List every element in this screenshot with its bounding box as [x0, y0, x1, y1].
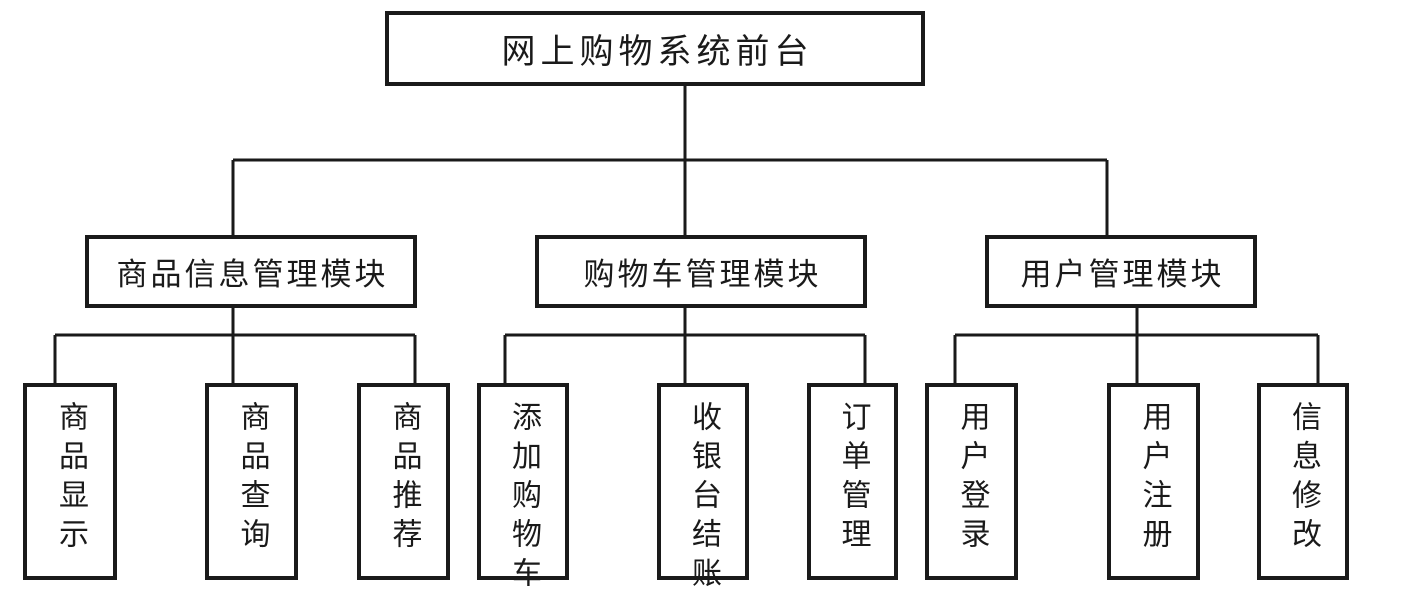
node-module-product-info-label: 商品信息管理模块 [116, 257, 389, 292]
node-product-recommend-label: 商品推荐 [387, 401, 421, 557]
node-module-product-info: 商品信息管理模块 [85, 235, 417, 308]
node-product-recommend: 商品推荐 [357, 383, 450, 580]
node-order-management: 订单管理 [807, 383, 898, 580]
node-add-to-cart: 添加购物车 [477, 383, 569, 596]
node-product-search: 商品查询 [205, 383, 298, 580]
node-checkout: 收银台结账 [657, 383, 749, 596]
node-root-label: 网上购物系统前台 [501, 34, 814, 71]
node-module-cart: 购物车管理模块 [535, 235, 867, 308]
node-user-login: 用户登录 [925, 383, 1018, 580]
node-checkout-label: 收银台结账 [687, 401, 720, 596]
node-info-edit: 信息修改 [1257, 383, 1349, 580]
node-module-user: 用户管理模块 [985, 235, 1257, 308]
node-root: 网上购物系统前台 [385, 11, 925, 86]
node-user-login-label: 用户登录 [955, 401, 989, 557]
node-module-cart-label: 购物车管理模块 [583, 257, 822, 292]
node-order-management-label: 订单管理 [836, 401, 870, 557]
node-user-register: 用户注册 [1107, 383, 1200, 580]
node-product-display-label: 商品显示 [54, 401, 87, 557]
node-add-to-cart-label: 添加购物车 [507, 401, 540, 596]
node-user-register-label: 用户注册 [1137, 401, 1171, 557]
node-info-edit-label: 信息修改 [1287, 401, 1320, 557]
node-product-search-label: 商品查询 [235, 401, 269, 557]
node-module-user-label: 用户管理模块 [1020, 257, 1225, 292]
node-product-display: 商品显示 [23, 383, 117, 580]
